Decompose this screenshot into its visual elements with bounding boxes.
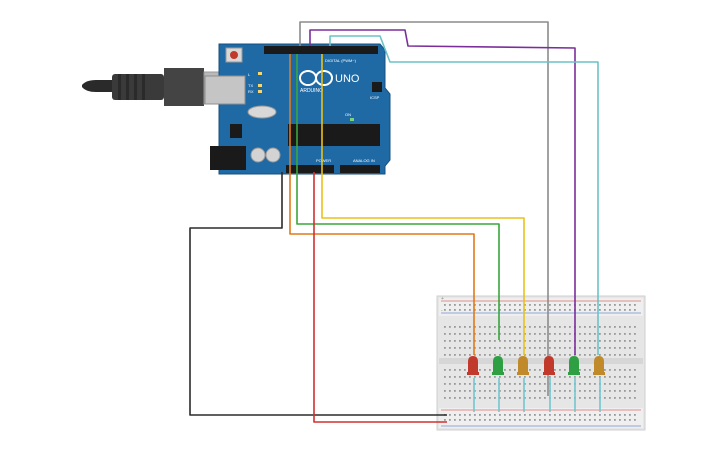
digital-header — [264, 46, 378, 54]
arduino-uno-board[interactable]: UNO ARDUINO DIGITAL (PWM~) POWER ANALOG … — [204, 43, 391, 175]
rail-minus-label: - — [441, 308, 443, 314]
wire-purple[interactable] — [309, 29, 576, 355]
atmega-chip — [288, 124, 380, 146]
tx-label: TX — [248, 83, 253, 88]
wire-black-gnd[interactable] — [189, 172, 447, 416]
led-4[interactable] — [543, 356, 555, 412]
led-l-label: L — [248, 72, 251, 77]
model-label: UNO — [335, 73, 360, 85]
analog-header — [340, 165, 380, 173]
on-label: ON — [345, 112, 351, 117]
wire-green[interactable] — [296, 54, 500, 340]
led-2[interactable] — [492, 356, 504, 412]
wire-yellow[interactable] — [321, 54, 525, 355]
power-header — [286, 165, 334, 173]
icsp-label: ICSP — [370, 95, 380, 100]
brand-label: ARDUINO — [300, 88, 323, 94]
wire-gray[interactable] — [299, 21, 549, 396]
wire-teal[interactable] — [329, 35, 599, 355]
analog-label: ANALOG IN — [353, 158, 375, 163]
digital-label: DIGITAL (PWM~) — [325, 58, 357, 63]
arduino-logo — [299, 70, 333, 86]
led-1[interactable] — [467, 356, 479, 412]
rx-label: RX — [248, 89, 254, 94]
rail-plus-label: + — [441, 296, 444, 302]
power-label: POWER — [316, 158, 331, 163]
led-array — [467, 356, 605, 412]
wire-orange[interactable] — [289, 54, 475, 355]
wires — [189, 21, 599, 423]
led-6[interactable] — [593, 356, 605, 412]
wire-red-5v[interactable] — [313, 172, 447, 423]
led-5[interactable] — [568, 356, 580, 412]
power-jack[interactable] — [210, 146, 246, 170]
led-3[interactable] — [517, 356, 529, 412]
